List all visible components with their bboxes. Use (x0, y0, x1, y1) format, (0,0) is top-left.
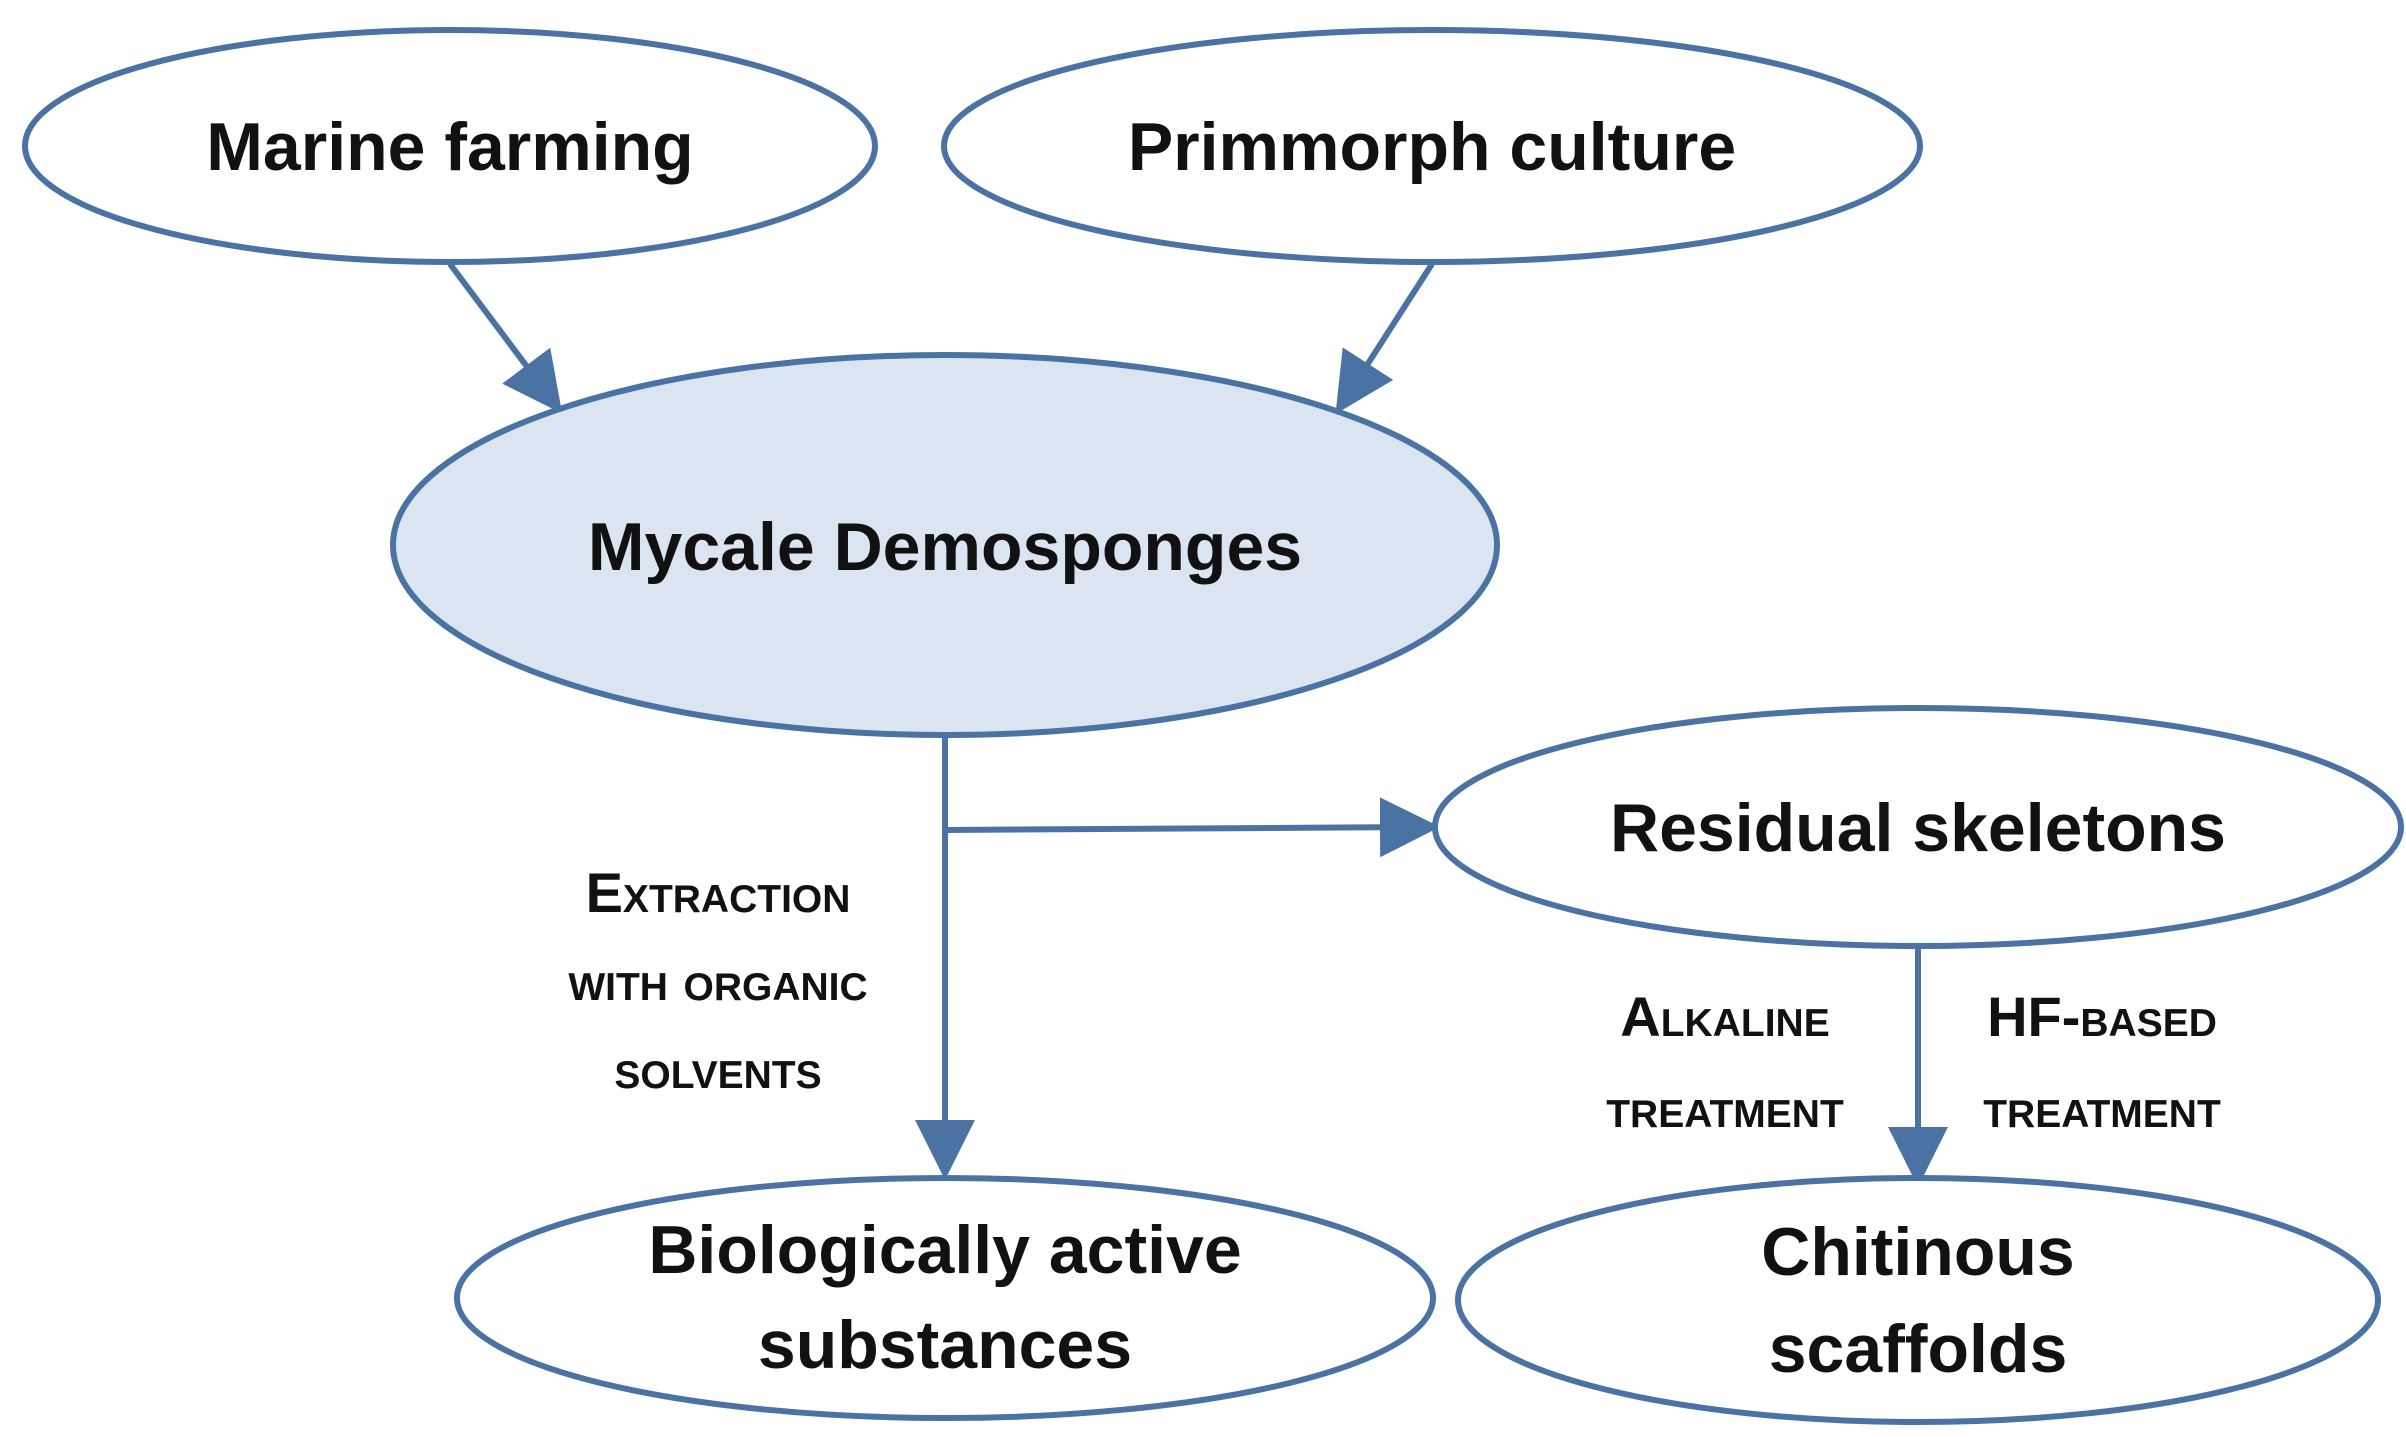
node-residual-skeletons-shape (1432, 705, 2404, 949)
arrow-marine-to-mycale (447, 262, 563, 414)
node-primmorph-culture: Primmorph culture (941, 27, 1923, 265)
node-primmorph-culture-shape (941, 27, 1923, 265)
connectors (447, 262, 1948, 1187)
node-chitinous-line1: Chitinous (1761, 1214, 2075, 1290)
edge-label-hf-line1: HF-based (1987, 985, 2217, 1048)
edge-label-alkaline-line2: treatment (1606, 1076, 1844, 1139)
edge-label-extraction-line3: solvents (614, 1037, 821, 1100)
edge-label-alkaline-line1: Alkaline (1620, 985, 1829, 1048)
edge-label-hf-based: HF-based treatment (1983, 985, 2221, 1139)
node-chitinous-line2: scaffolds (1769, 1311, 2068, 1387)
arrow-primmorph-to-mycale (1335, 262, 1435, 415)
edge-label-hf-line2: treatment (1983, 1076, 2221, 1139)
node-marine-farming: Marine farming (22, 27, 878, 265)
edge-label-extraction-line1: Extraction (586, 861, 851, 924)
node-biologically-active-substances-shape (454, 1175, 1436, 1421)
node-biologically-active-substances: Biologically active substances (454, 1175, 1436, 1421)
node-mycale-demosponges-shape (390, 352, 1500, 738)
node-residual-skeletons: Residual skeletons (1432, 705, 2404, 949)
node-marine-farming-label: Marine farming (206, 109, 693, 185)
node-mycale-demosponges: Mycale Demosponges (390, 352, 1500, 738)
node-residual-skeletons-label: Residual skeletons (1610, 790, 2226, 866)
node-mycale-demosponges-label: Mycale Demosponges (588, 509, 1302, 585)
edge-label-extraction-line2: with organic (568, 949, 867, 1012)
edge-label-extraction: Extraction with organic solvents (568, 861, 867, 1100)
node-chitinous-scaffolds: Chitinous scaffolds (1455, 1175, 2381, 1425)
edge-label-alkaline: Alkaline treatment (1606, 985, 1844, 1139)
node-marine-farming-shape (22, 27, 878, 265)
node-primmorph-culture-label: Primmorph culture (1128, 109, 1736, 185)
arrow-branch-to-residual (944, 797, 1440, 858)
node-bio-active-line2: substances (758, 1307, 1132, 1383)
node-bio-active-line1: Biologically active (648, 1212, 1241, 1288)
node-chitinous-scaffolds-shape (1455, 1175, 2381, 1425)
